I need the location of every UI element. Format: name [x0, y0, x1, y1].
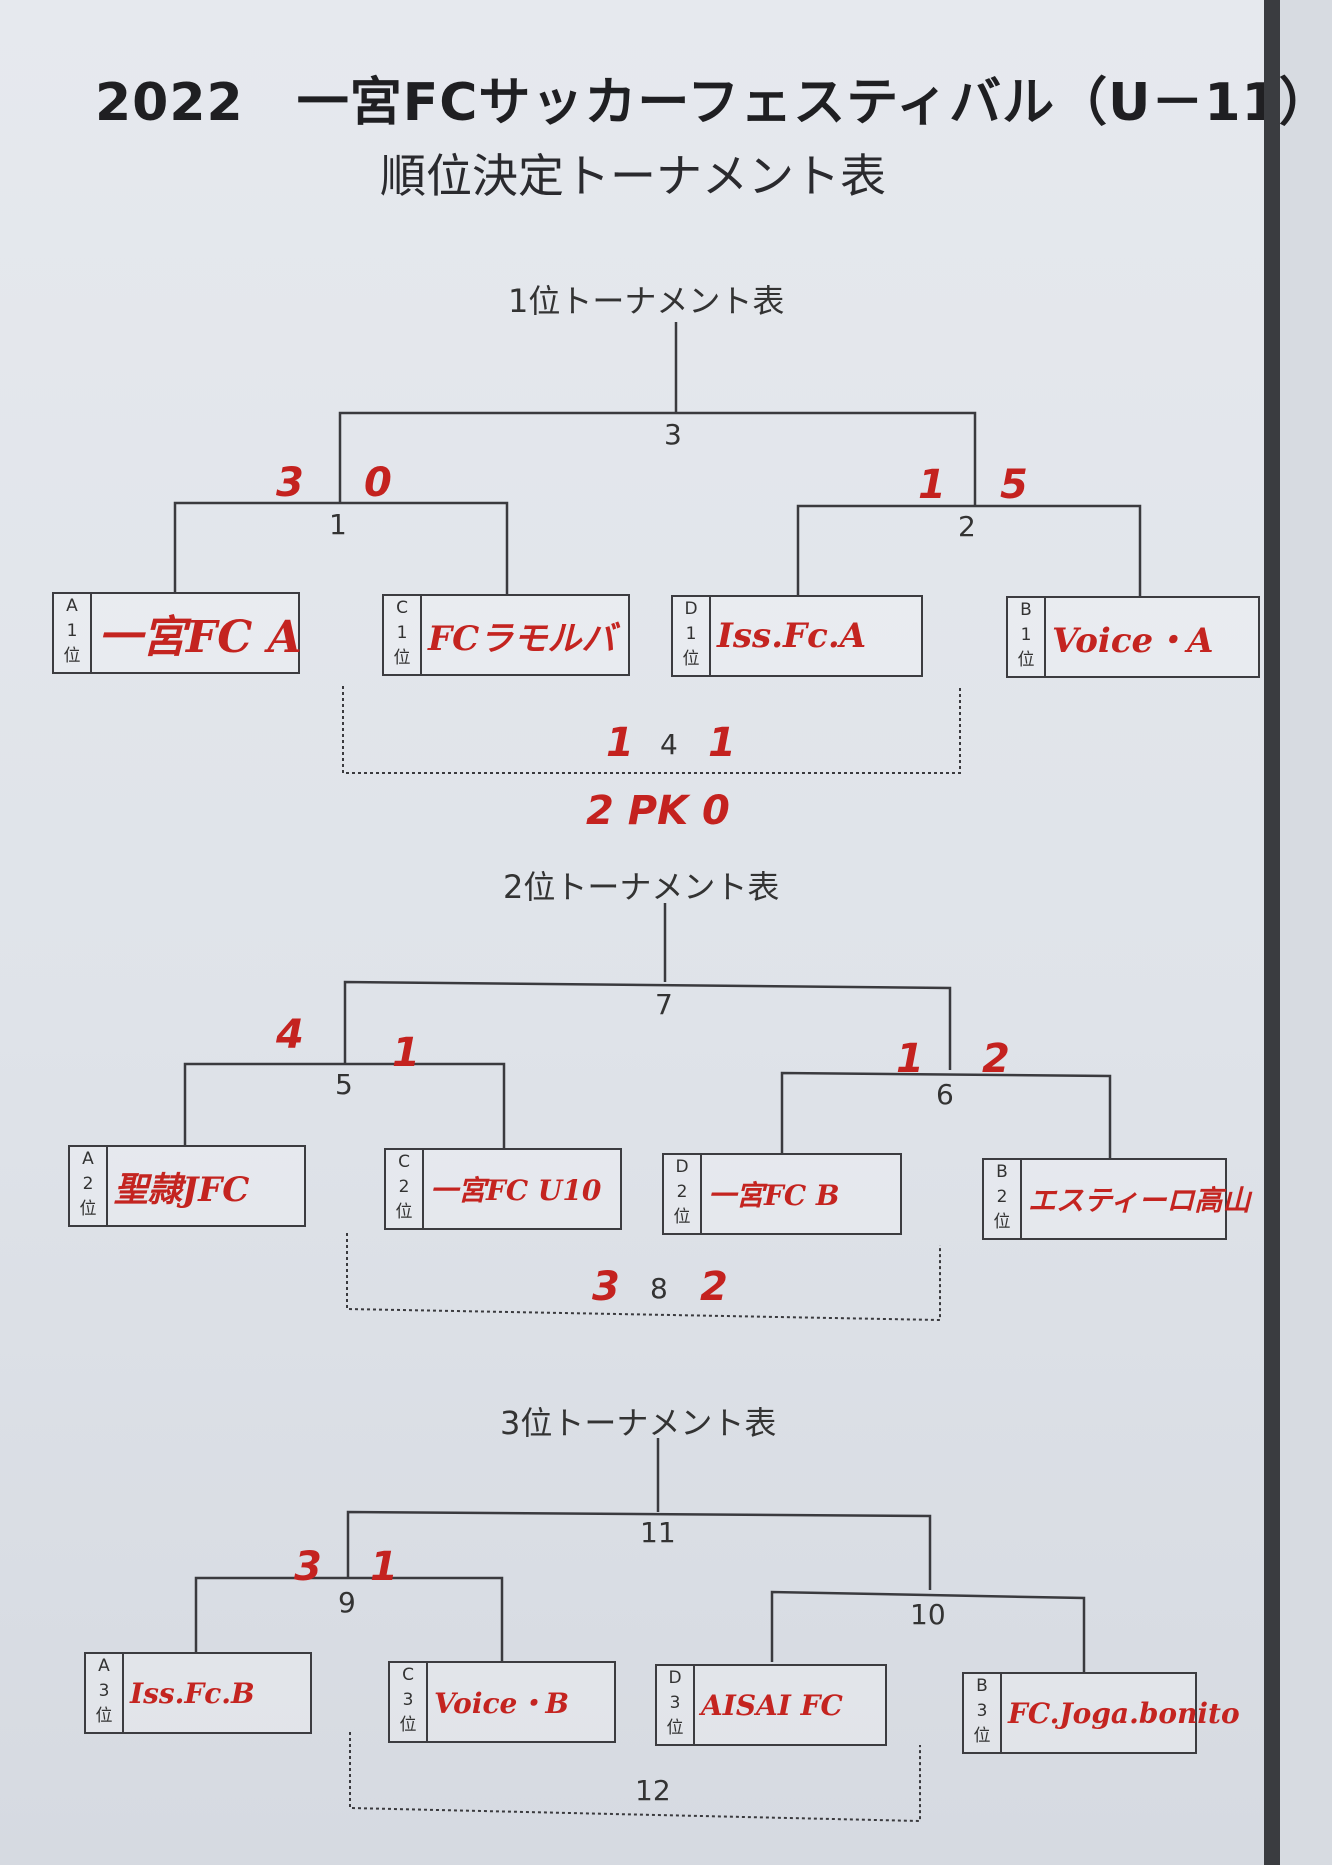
team-name: FCラモルバ [428, 618, 616, 659]
section-1-semi-left-match-number: 1 [329, 508, 347, 541]
section-1-final-match-number: 3 [664, 418, 682, 451]
document-subtitle: 順位決定トーナメント表 [380, 149, 886, 203]
section-1-score-right-a: 1 [918, 462, 946, 508]
section-1-score-right-b: 5 [1000, 462, 1028, 508]
section-2-semi-left-match-number: 5 [335, 1068, 353, 1101]
team-name: Iss.Fc.B [130, 1676, 255, 1710]
section-2-score-right-b: 2 [982, 1036, 1010, 1082]
section-3-semi-left-match-number: 9 [338, 1586, 356, 1619]
team-name: FC.Joga.bonito [1008, 1696, 1240, 1730]
team-name: Voice・A [1052, 620, 1214, 661]
section-2-score-left-b: 1 [392, 1030, 420, 1076]
team-name: 聖隷JFC [114, 1169, 250, 1210]
section-2-score-third-b: 2 [700, 1264, 728, 1310]
section-1-score-left-a: 3 [276, 460, 304, 506]
section-3-score-left-b: 1 [370, 1544, 398, 1590]
section-2-final-match-number: 7 [655, 988, 673, 1021]
section-2-score-right-a: 1 [896, 1036, 924, 1082]
section-1-score-third-a: 1 [606, 720, 634, 766]
bracket-lines [173, 322, 1142, 1823]
section-1-score-third-b: 1 [708, 720, 736, 766]
section-3-title: 3位トーナメント表 [500, 1404, 777, 1442]
section-1-third-place-match-number: 4 [660, 728, 678, 761]
team-name: Voice・B [434, 1687, 569, 1720]
section-3-semi-right-match-number: 10 [910, 1598, 946, 1631]
section-2-third-place-match-number: 8 [650, 1272, 668, 1305]
team-name: エスティーロ高山 [1028, 1184, 1251, 1217]
table-edge [1264, 0, 1280, 1865]
section-1-title: 1位トーナメント表 [508, 282, 785, 320]
team-name: Iss.Fc.A [717, 616, 867, 656]
team-name: 一宮FC U10 [430, 1174, 602, 1207]
section-2-score-third-a: 3 [592, 1264, 620, 1310]
section-1-score-left-b: 0 [364, 460, 392, 506]
team-name: 一宮FC A [98, 612, 302, 663]
section-1-pk-score: 2 PK 0 [586, 788, 730, 834]
section-3-final-match-number: 11 [640, 1516, 676, 1549]
section-3-score-left-a: 3 [294, 1544, 322, 1590]
document-title: 2022 一宮FCサッカーフェスティバル（U－11） [95, 73, 1332, 133]
section-1-semi-right-match-number: 2 [958, 510, 976, 543]
section-2-title: 2位トーナメント表 [503, 868, 780, 906]
team-name: AISAI FC [701, 1688, 843, 1722]
team-name: 一宮FC B [708, 1179, 840, 1212]
section-2-semi-right-match-number: 6 [936, 1078, 954, 1111]
section-2-score-left-a: 4 [276, 1012, 304, 1058]
section-3-third-place-match-number: 12 [635, 1774, 671, 1807]
